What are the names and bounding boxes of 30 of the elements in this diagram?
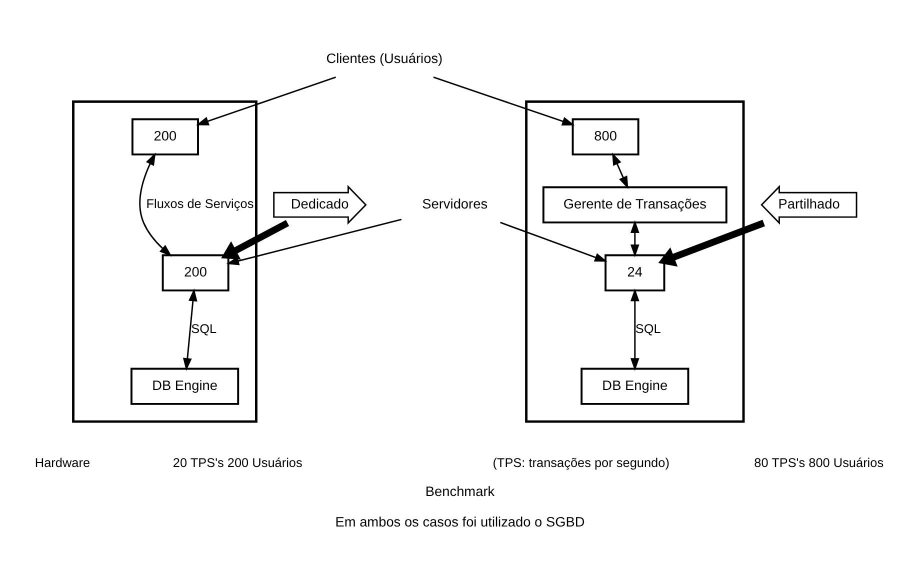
label: 20 TPS's 200 Usuários (172, 454, 302, 470)
node-box: Gerente de Transações (542, 186, 728, 224)
node-box: 24 (604, 254, 666, 292)
label: (TPS: transações por segundo) (492, 454, 670, 470)
arrow (500, 222, 608, 262)
node-text: Servidores (422, 196, 488, 212)
cluster (525, 100, 745, 423)
edge-label: Fluxos de Serviços (146, 196, 254, 212)
node-box: 200 (162, 254, 230, 292)
node-box: 200 (131, 118, 199, 156)
node-box: DB Engine (130, 368, 240, 405)
caption: Em ambos os casos foi utilizado o SGBD (335, 514, 585, 530)
arrow (226, 218, 402, 266)
arrow (630, 220, 640, 258)
label: 80 TPS's 800 Usuários (754, 454, 884, 470)
node-text: Clientes (Usuários) (326, 51, 443, 66)
arrow (196, 76, 336, 126)
node-box: 800 (572, 118, 640, 156)
node-box: DB Engine (580, 368, 690, 405)
label: Hardware (34, 454, 90, 470)
arrow (183, 288, 198, 371)
arrow (612, 152, 628, 189)
arrow (658, 220, 765, 267)
cluster (72, 100, 258, 423)
edge-label: SQL (191, 320, 217, 336)
diagram-title: Benchmark (425, 484, 495, 500)
edge-label: SQL (635, 320, 661, 336)
arrow (433, 76, 575, 126)
arrow (630, 288, 640, 371)
arrow (139, 152, 172, 257)
